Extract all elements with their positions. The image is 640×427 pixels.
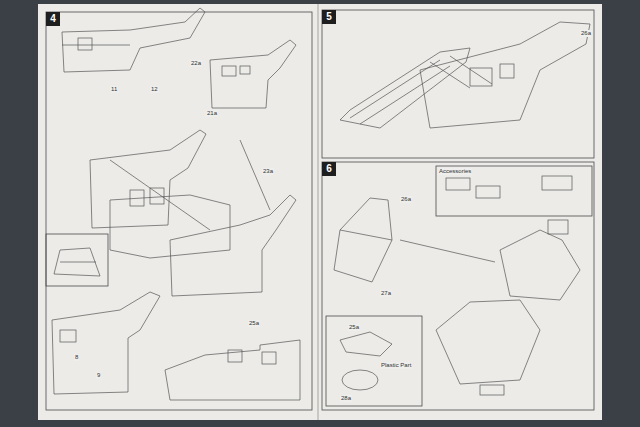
part-number: Accessories [438, 168, 472, 175]
step-number: 5 [322, 10, 336, 24]
part-number: 21a [206, 110, 218, 117]
part-number: 12 [150, 86, 159, 93]
step-text: 5 [324, 11, 334, 22]
part-number: 27a [380, 290, 392, 297]
part-number: 25a [348, 324, 360, 331]
step-number: 4 [46, 12, 60, 26]
part-number: 23a [262, 168, 274, 175]
step4-illustration [52, 8, 300, 400]
step-number: 6 [322, 162, 336, 176]
part-number: 9 [96, 372, 101, 379]
step6-illustration [334, 176, 580, 395]
part-number: 28a [340, 395, 352, 402]
part-number: 26a [400, 196, 412, 203]
part-number: 26a [580, 30, 592, 37]
step-text: 6 [324, 163, 334, 174]
part-number: 25a [248, 320, 260, 327]
step-text: 4 [48, 13, 58, 24]
part-number: Plastic Part [380, 362, 412, 369]
paper [38, 4, 602, 420]
spine [317, 4, 319, 420]
step5-illustration [340, 22, 590, 128]
part-number: 22a [190, 60, 202, 67]
part-number: 11 [110, 86, 118, 93]
part-number: 8 [74, 354, 79, 361]
